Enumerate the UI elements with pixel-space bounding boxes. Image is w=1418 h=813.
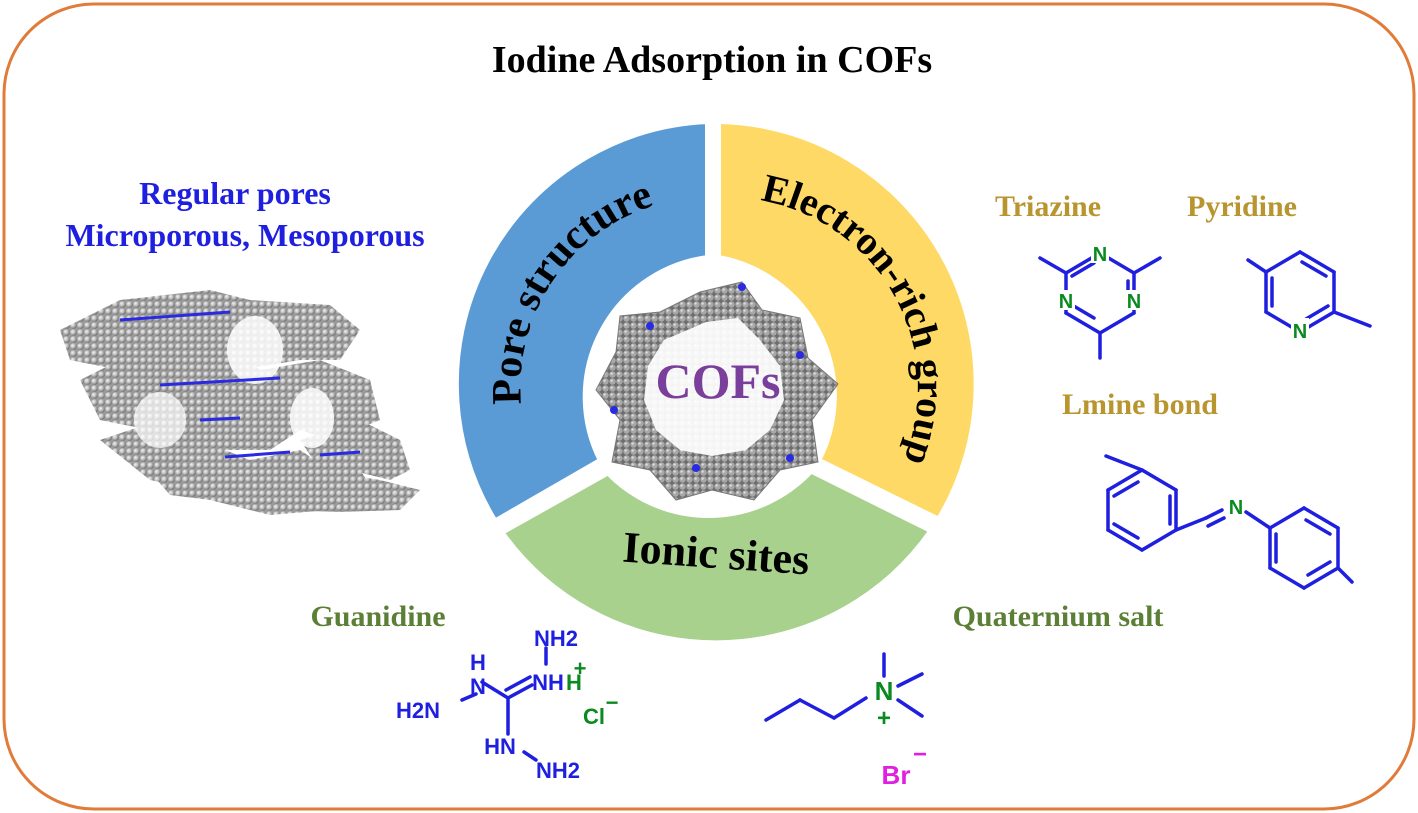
guanidine-label: Cl [583, 704, 605, 729]
guanidine-label: N [470, 674, 486, 699]
guanidine-label: − [606, 690, 619, 715]
segment-electron-rich-group [715, 117, 980, 524]
nitrogen-site [646, 322, 654, 330]
guanidine-label: + [574, 656, 587, 681]
group-name-pyridine: Pyridine [1187, 190, 1297, 223]
nitrogen-site [610, 406, 618, 414]
segment-pore-structure [452, 117, 711, 526]
page-title: Iodine Adsorption in COFs [492, 39, 932, 81]
imine-n-atom: N [1229, 497, 1243, 519]
quaternium-salt-structure: N + Br − [764, 652, 927, 790]
pores-line-1: Regular pores [139, 175, 331, 211]
pores-line-2: Microporous, Mesoporous [65, 217, 424, 253]
nitrogen-site [786, 454, 794, 462]
group-name-quaternium-salt: Quaternium salt [953, 600, 1164, 633]
bromide-ion: Br [882, 760, 911, 790]
quaternium-charge: + [877, 705, 891, 732]
group-name-triazine: Triazine [995, 190, 1101, 223]
guanidine-label: HN [484, 734, 516, 759]
guanidine-label: H [566, 670, 582, 695]
bromide-charge: − [913, 741, 927, 768]
nitrogen-site [738, 283, 746, 291]
group-name-guanidine: Guanidine [310, 600, 445, 633]
guanidine-label: H [470, 650, 486, 675]
guanidine-label: NH2 [534, 626, 578, 651]
triazine-n-atom: N [1093, 244, 1107, 266]
triazine-n-atom: N [1127, 291, 1141, 313]
cof-pore-illustration [595, 281, 839, 501]
pyridine-structure: N [1246, 250, 1372, 343]
imine-structure: N [1104, 454, 1354, 590]
nitrogen-site [796, 351, 804, 359]
triazine-structure: N N N [1038, 243, 1162, 360]
quaternium-n-atom: N [875, 676, 894, 706]
guanidine-label: NH2 [536, 758, 580, 783]
guanidine-structure: H N H2N NH2 NH H + Cl − HN NH2 [396, 626, 618, 783]
guanidine-label: NH [532, 670, 564, 695]
group-name-imine-bond: Lmine bond [1062, 388, 1218, 421]
segment-ionic-sites [496, 466, 937, 647]
pyridine-n-atom: N [1293, 321, 1307, 343]
guanidine-label: H2N [396, 698, 440, 723]
nitrogen-site [692, 464, 700, 472]
cof-framework-illustration [60, 290, 420, 515]
center-label: COFs [656, 353, 781, 409]
triazine-n-atom: N [1059, 291, 1073, 313]
donut-ring [452, 117, 980, 647]
